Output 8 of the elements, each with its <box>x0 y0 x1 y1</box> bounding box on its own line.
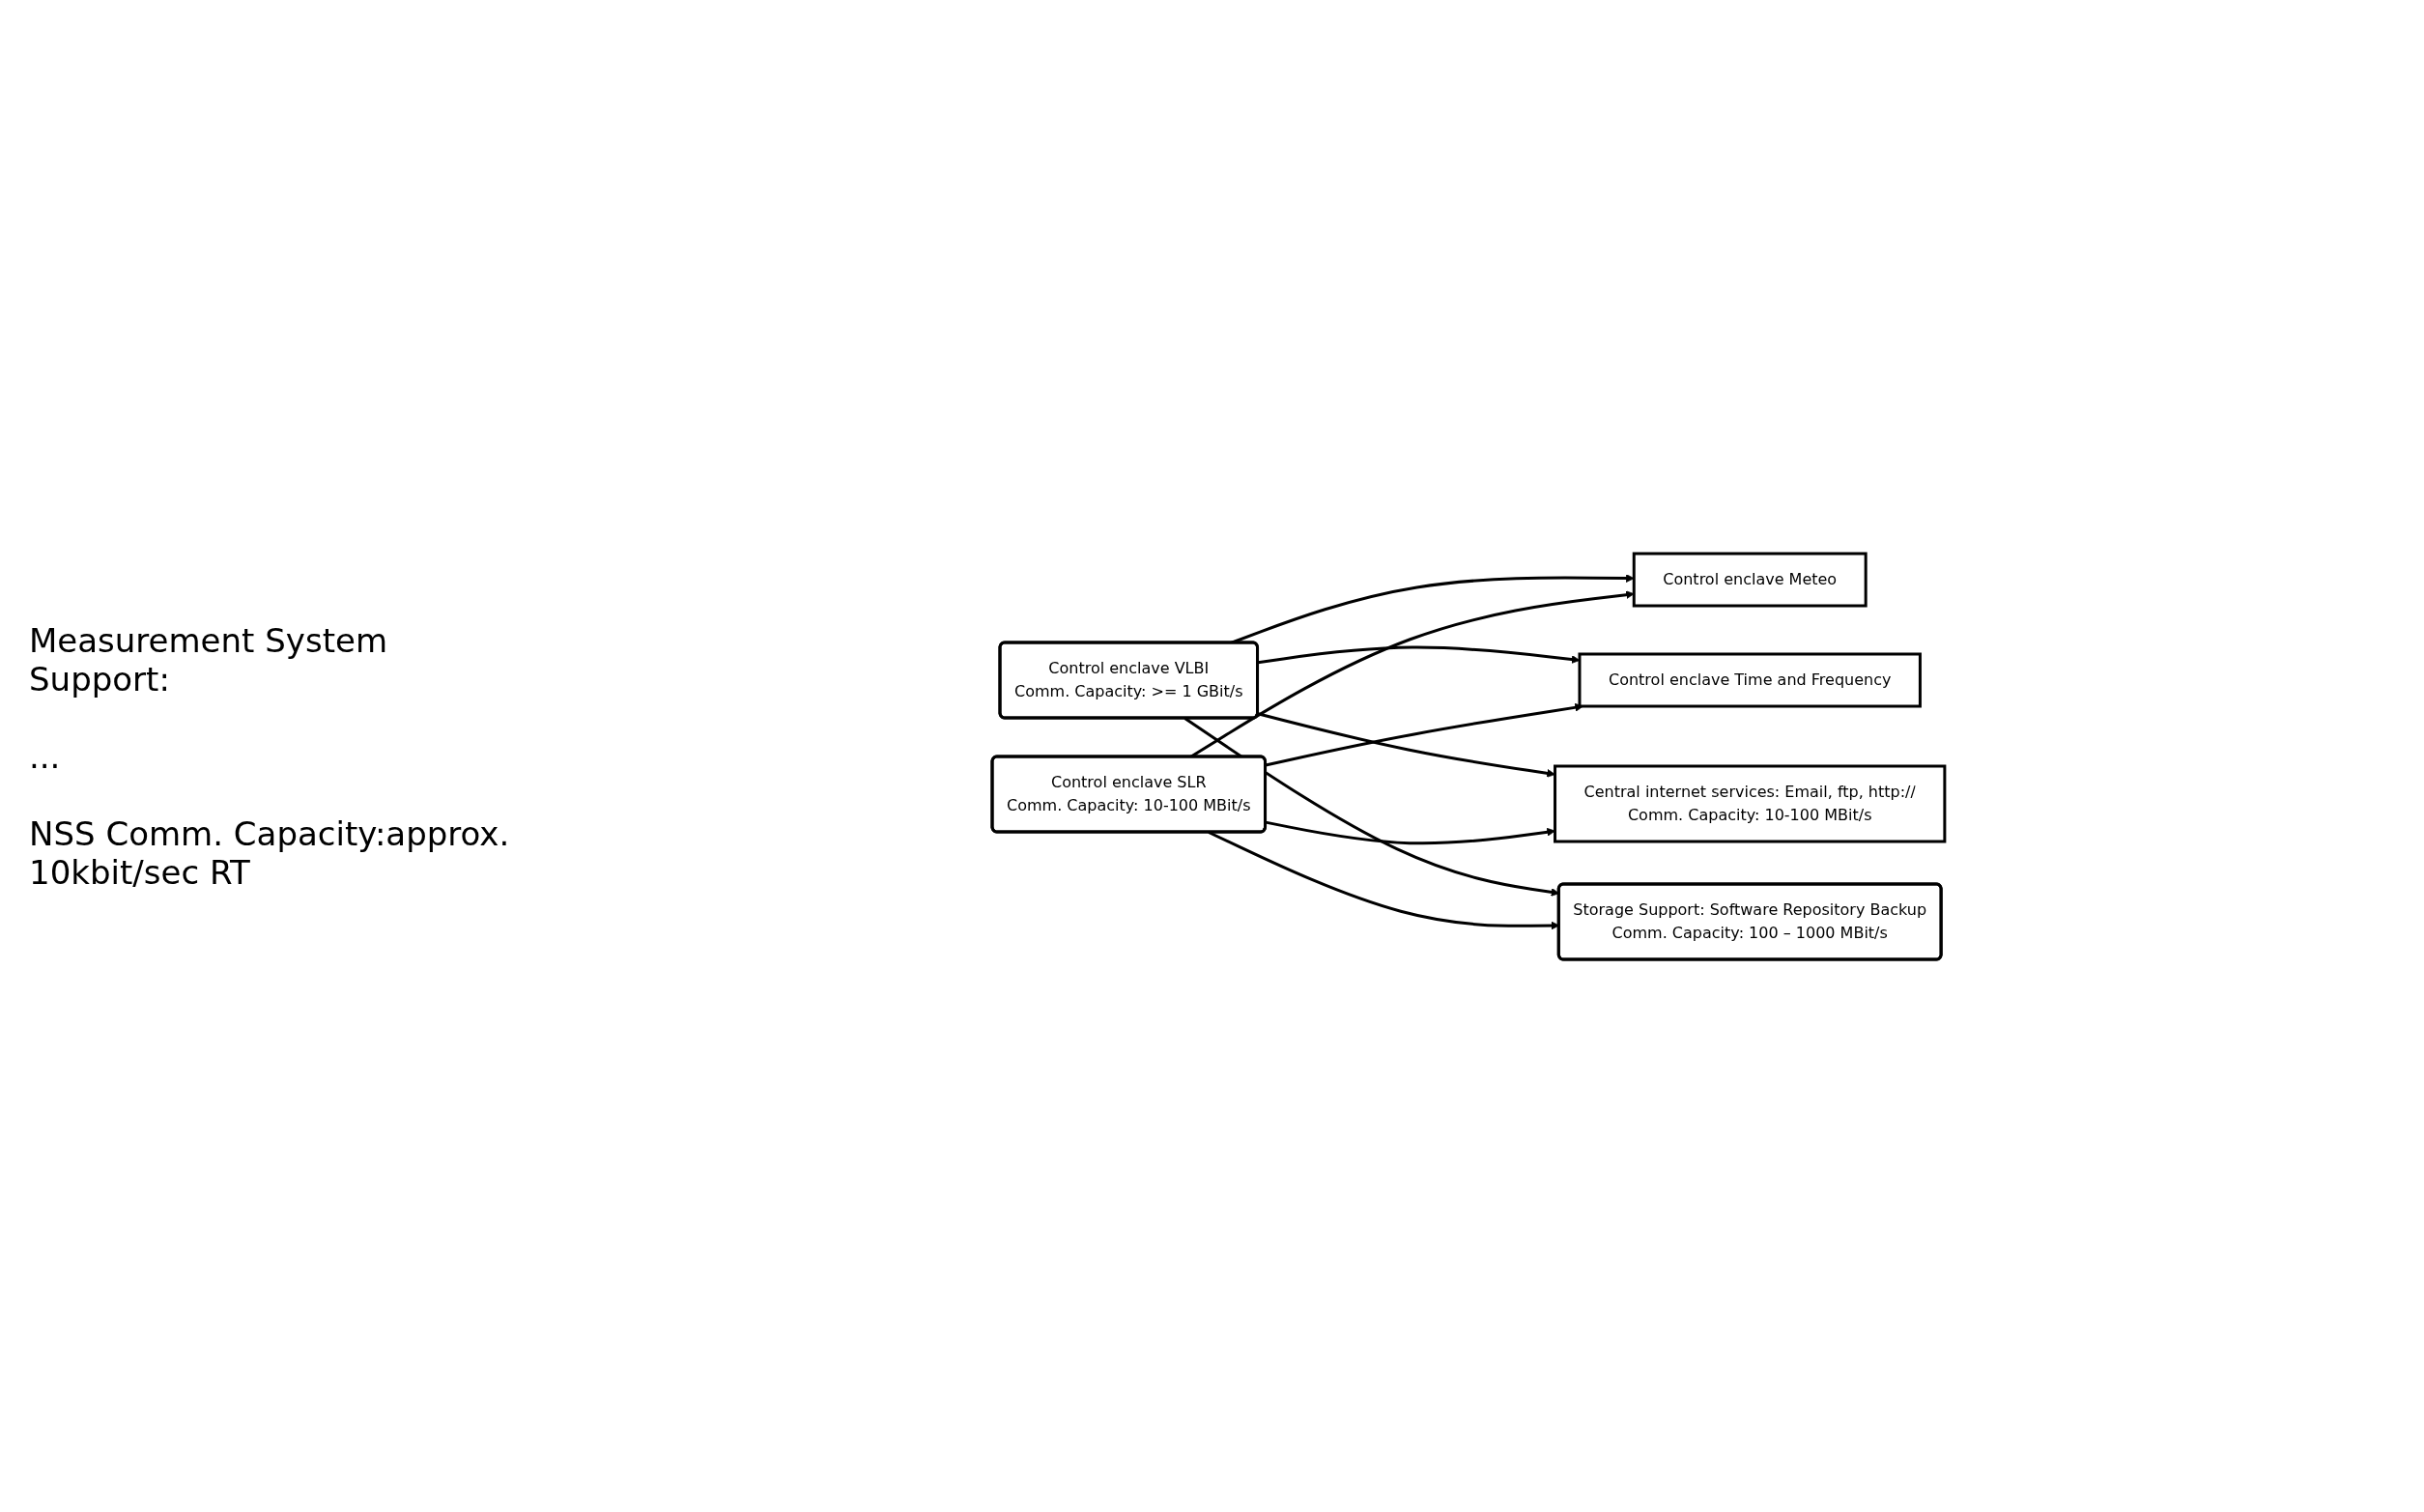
node-box: Control enclave Meteo <box>1632 552 1868 607</box>
note-text: ... <box>29 736 62 776</box>
node-box: Central internet services: Email, ftp, http:// Comm. Capacity: 10-100 MBit/s <box>1553 764 1946 842</box>
arrow <box>1257 645 1580 664</box>
arrow <box>1265 820 1555 844</box>
node-box: Control enclave Time and Frequency <box>1578 652 1922 707</box>
note-text: NSS Comm. Capacity:approx. 10kbit/sec RT <box>29 813 511 892</box>
note-text: Measurement System Support: <box>29 620 388 699</box>
